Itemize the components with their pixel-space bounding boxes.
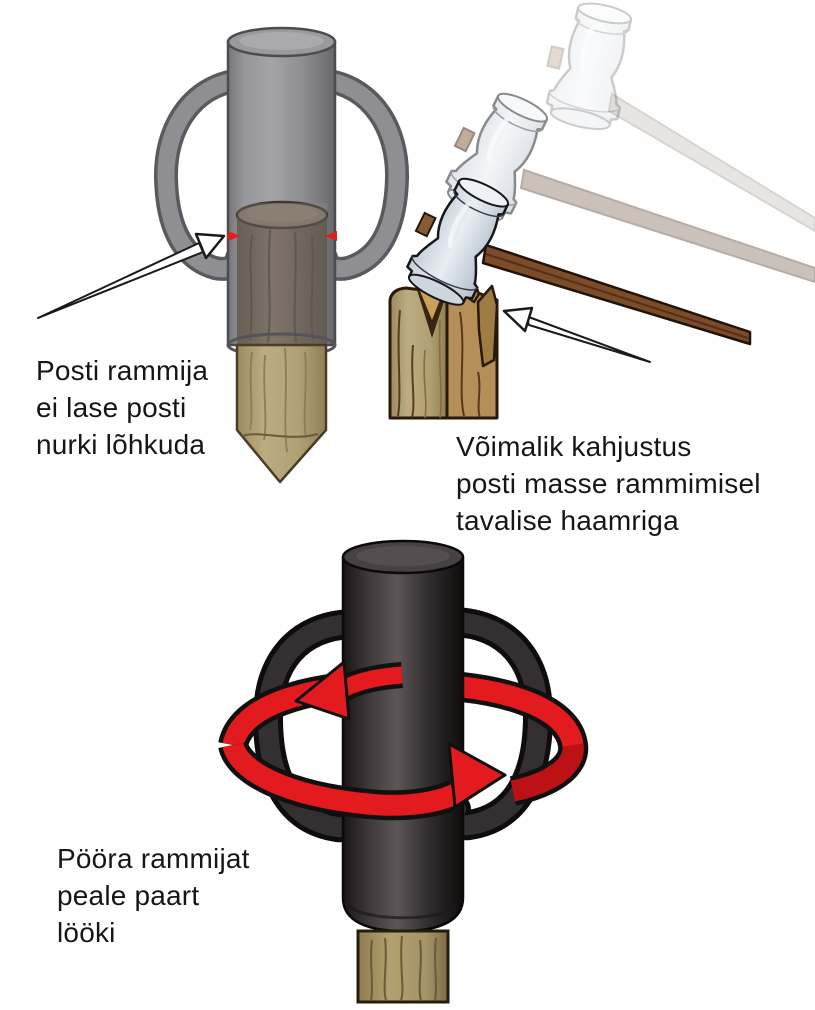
fit-marker-left-icon bbox=[228, 231, 240, 241]
damage-arrow-icon bbox=[502, 306, 651, 363]
caption-line: ei lase posti bbox=[36, 392, 187, 423]
caption-line: Pööra rammijat bbox=[57, 843, 250, 874]
hammer-ghost-mid bbox=[432, 81, 815, 284]
hammer-solid bbox=[393, 166, 752, 346]
caption-line: Võimalik kahjustus bbox=[456, 431, 692, 462]
pointer-arrow-icon bbox=[37, 232, 226, 319]
caption-line: tavalise haamriga bbox=[456, 505, 679, 536]
fit-marker-right-icon bbox=[325, 231, 337, 241]
rotation-arrow-front bbox=[218, 660, 507, 821]
post-inside-tube bbox=[235, 200, 329, 345]
rotation-arrowhead-left-icon bbox=[294, 660, 351, 721]
caption-line: peale paart bbox=[57, 880, 200, 911]
caption-driver-protects: Posti rammija ei lase posti nurki lõhkud… bbox=[36, 352, 208, 463]
dark-driver-body bbox=[341, 539, 465, 933]
rotation-arrowhead-right-icon bbox=[447, 742, 507, 809]
caption-line: nurki lõhkuda bbox=[36, 429, 206, 460]
driver-handles bbox=[153, 68, 410, 281]
caption-line: lööki bbox=[57, 917, 116, 948]
caption-hammer-damage: Võimalik kahjustus posti masse rammimise… bbox=[456, 428, 761, 539]
driven-post bbox=[356, 929, 450, 1004]
post-driver-illustration bbox=[37, 26, 410, 484]
rotation-arrow-back bbox=[218, 668, 589, 806]
caption-line: Posti rammija bbox=[36, 355, 209, 386]
caption-rotate-driver: Pööra rammijat peale paart lööki bbox=[57, 840, 250, 951]
sledgehammer-illustration bbox=[388, 0, 815, 420]
pointed-post bbox=[235, 343, 328, 484]
rotating-driver-illustration bbox=[218, 539, 589, 1004]
caption-line: posti masse rammimisel bbox=[456, 468, 761, 499]
tube-cap-highlight bbox=[239, 32, 324, 50]
hammer-ghost-top bbox=[536, 0, 815, 233]
